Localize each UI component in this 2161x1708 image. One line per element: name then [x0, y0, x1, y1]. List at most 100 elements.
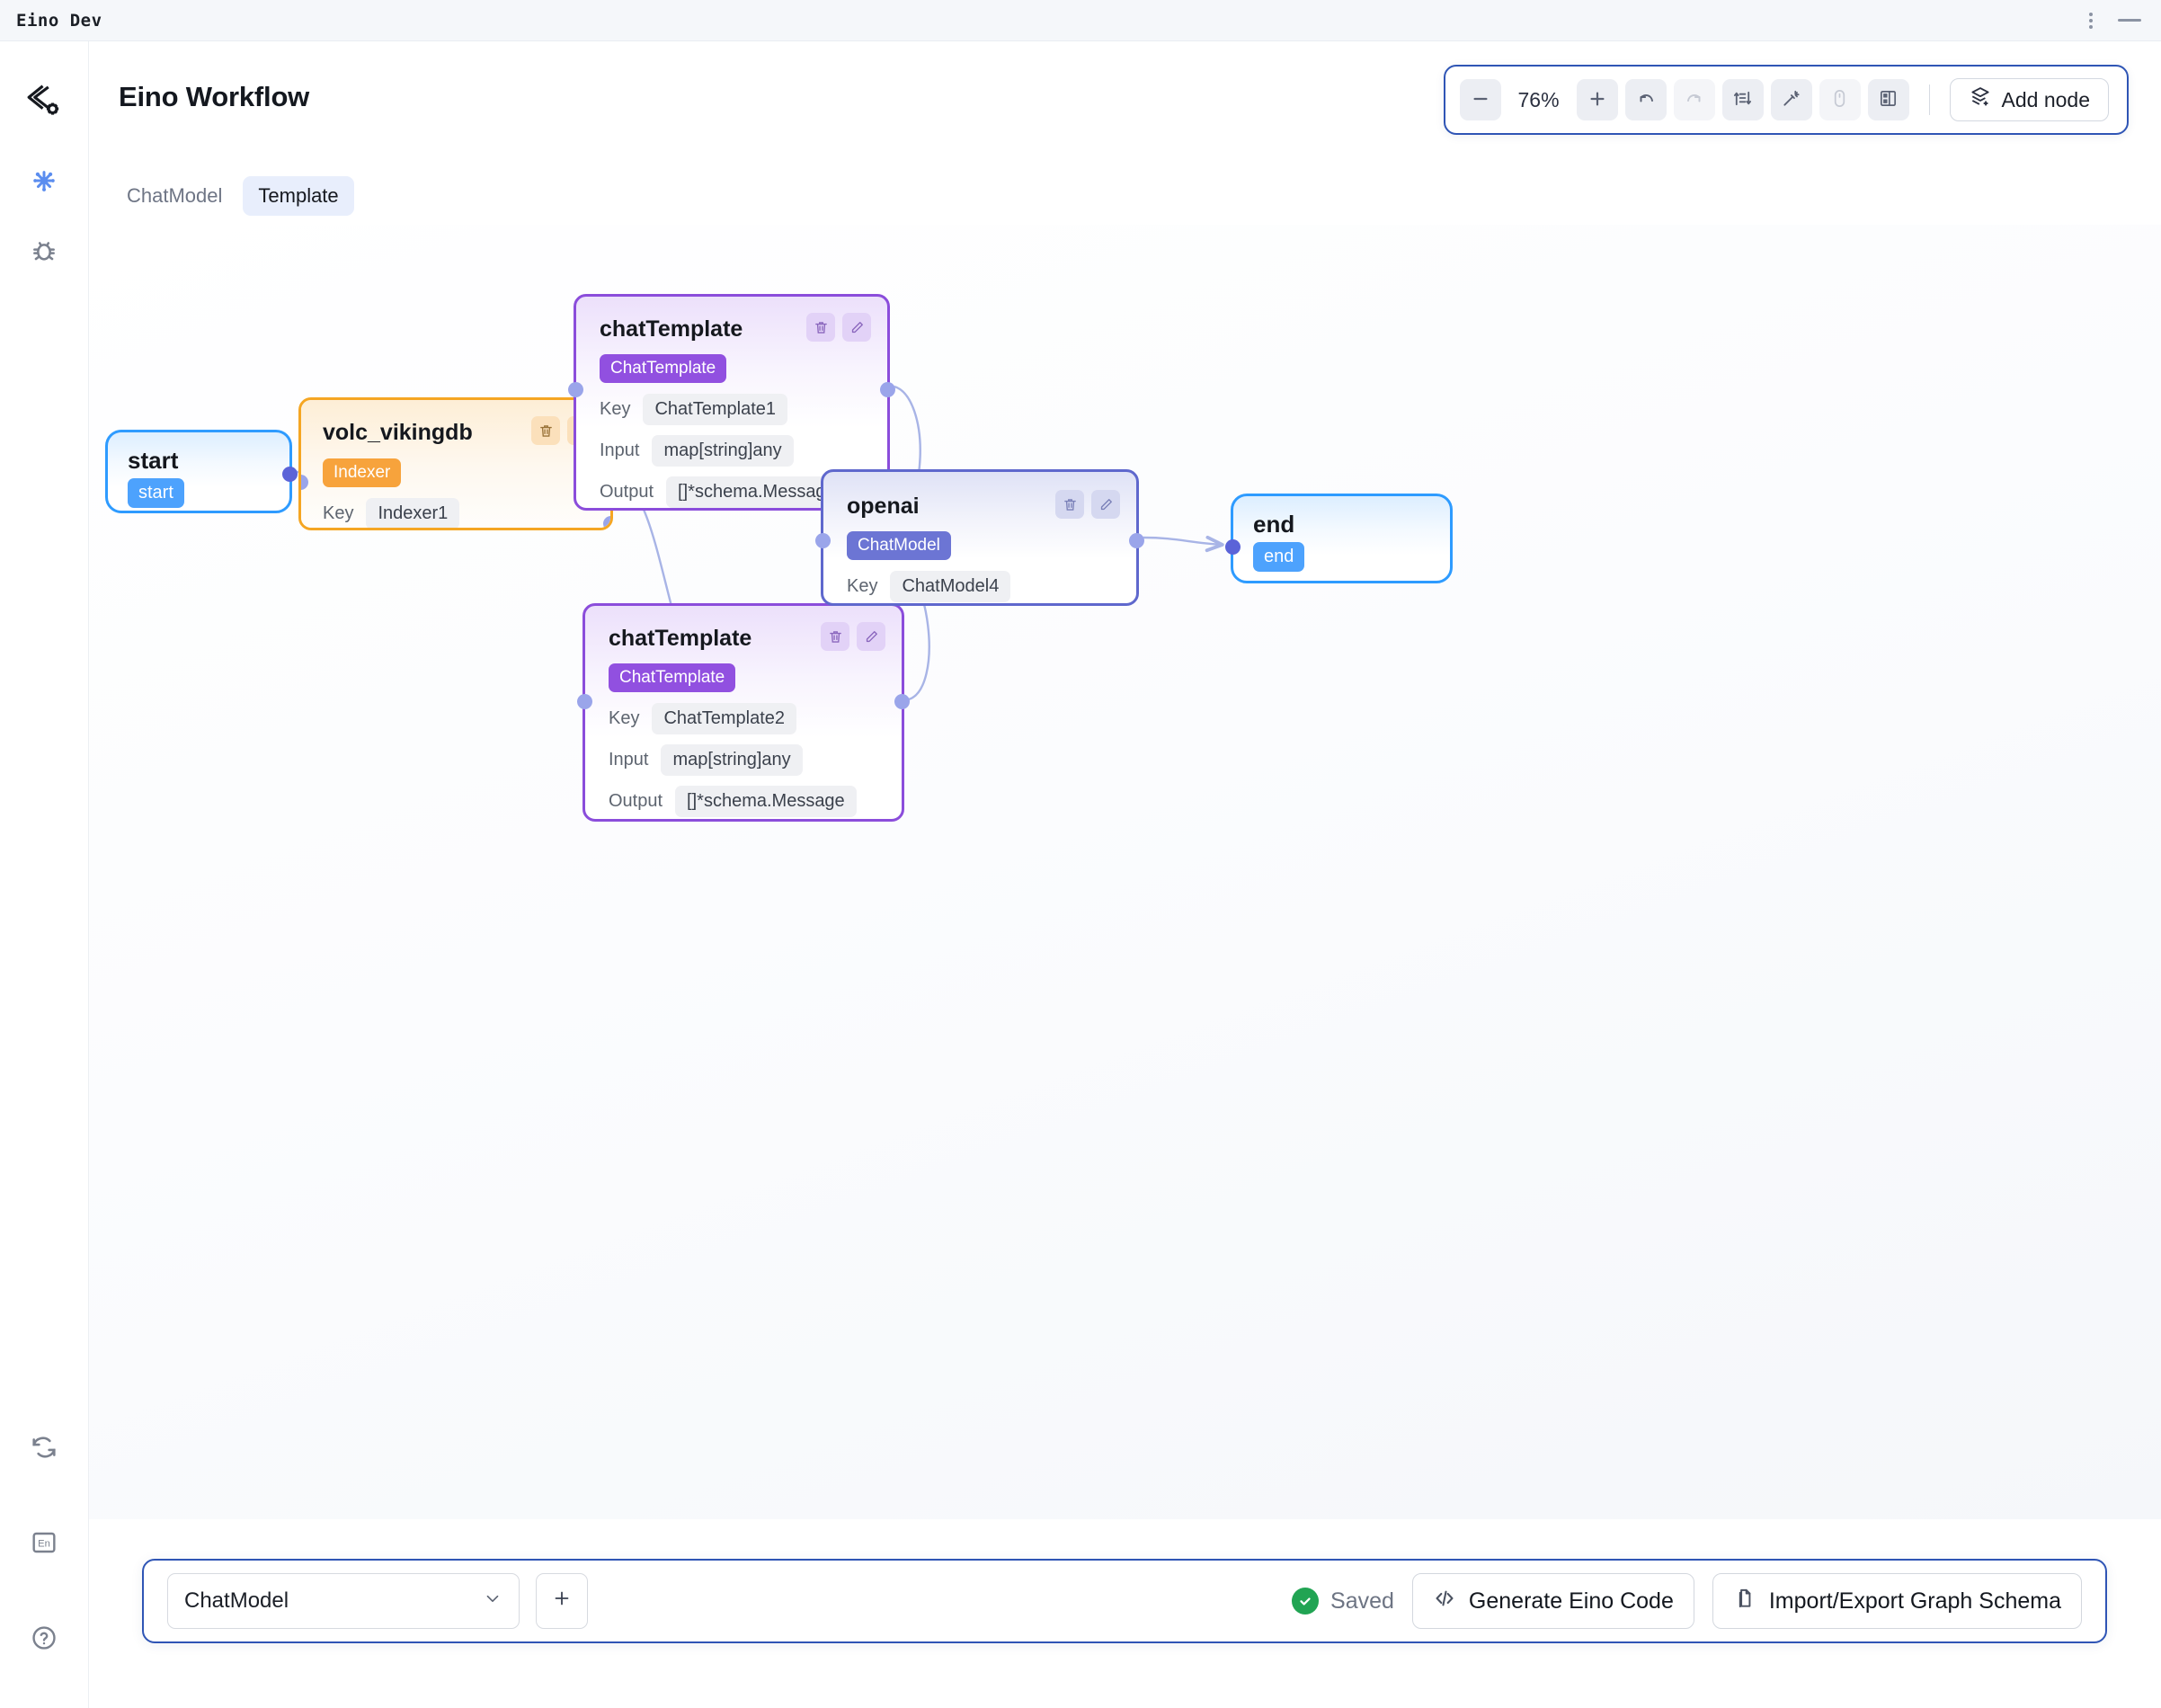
row-value: ChatTemplate1 [643, 394, 787, 425]
auto-layout-button[interactable] [1721, 79, 1764, 120]
edge-openai-to-end [1143, 535, 1224, 553]
bottom-action-bar: ChatModel Saved Generate Eino Code [142, 1559, 2107, 1643]
row-value: []*schema.Message [675, 786, 857, 817]
minus-icon [1471, 89, 1490, 111]
tab-template[interactable]: Template [243, 176, 354, 216]
row-label: Output [600, 482, 654, 502]
node-port-out[interactable] [282, 467, 298, 482]
node-row-key: Key Indexer1 [323, 498, 589, 528]
zoom-out-button[interactable] [1459, 79, 1501, 120]
bug-icon [30, 236, 58, 270]
workflow-canvas[interactable]: start start volc_vikingdb Indexer Key In… [89, 225, 2161, 1519]
node-actions [806, 313, 871, 342]
node-delete-button[interactable] [806, 313, 835, 342]
node-title: end [1253, 511, 1295, 538]
node-start[interactable]: start start [105, 430, 298, 513]
node-port-in[interactable] [568, 382, 583, 397]
tab-bar: ChatModel Template [111, 176, 354, 216]
left-rail: En [0, 41, 89, 1708]
sidebar-item-help[interactable] [19, 1615, 69, 1665]
magic-wand-icon [1781, 88, 1801, 111]
node-chattemplate-2[interactable]: chatTemplate ChatTemplate Key ChatTempla… [577, 603, 910, 822]
row-value: ChatModel4 [890, 571, 1011, 602]
language-en-icon: En [30, 1528, 58, 1561]
node-port-in[interactable] [301, 475, 308, 490]
node-type-chip: start [128, 478, 184, 508]
generate-eino-code-label: Generate Eino Code [1468, 1588, 1674, 1614]
import-export-schema-button[interactable]: Import/Export Graph Schema [1712, 1573, 2082, 1629]
model-select[interactable]: ChatModel [167, 1573, 520, 1629]
node-title: openai [847, 494, 920, 519]
more-vertical-icon[interactable] [2089, 12, 2093, 29]
node-delete-button[interactable] [1055, 490, 1084, 519]
zoom-in-button[interactable] [1576, 79, 1618, 120]
minimize-icon[interactable] [2118, 19, 2141, 22]
node-edit-button[interactable] [1091, 490, 1120, 519]
node-row-key: Key ChatModel4 [847, 571, 1113, 602]
node-delete-button[interactable] [821, 622, 849, 651]
status-badge: Saved [1292, 1588, 1394, 1615]
window-title-bar: Eino Dev [0, 0, 2161, 41]
graph-network-icon [29, 165, 59, 200]
node-row-key: Key ChatTemplate1 [600, 394, 864, 425]
undo-button[interactable] [1624, 79, 1667, 120]
auto-layout-icon [1732, 88, 1753, 111]
node-port-out[interactable] [894, 694, 910, 709]
chevron-down-icon [483, 1588, 502, 1614]
add-layers-icon [1969, 85, 1992, 114]
node-edit-button[interactable] [842, 313, 871, 342]
sidebar-item-graph[interactable] [19, 157, 69, 208]
generate-eino-code-button[interactable]: Generate Eino Code [1411, 1573, 1694, 1629]
panel-layout-icon [1878, 88, 1899, 111]
plus-icon [551, 1586, 573, 1616]
toolbar-divider [1928, 85, 1930, 115]
node-port-in[interactable] [1225, 539, 1241, 555]
add-node-button[interactable]: Add node [1949, 78, 2109, 121]
node-delete-button[interactable] [531, 416, 560, 445]
node-port-in[interactable] [815, 533, 831, 548]
node-port-in[interactable] [577, 694, 592, 709]
add-node-label: Add node [2001, 87, 2090, 111]
row-label: Input [609, 750, 649, 769]
redo-button[interactable] [1673, 79, 1715, 120]
node-edit-button[interactable] [857, 622, 885, 651]
tab-chatmodel[interactable]: ChatModel [127, 184, 223, 207]
sidebar-item-sync[interactable] [19, 1424, 69, 1474]
sync-icon [30, 1433, 58, 1466]
row-label: Key [609, 708, 640, 728]
mouse-mode-button[interactable] [1819, 79, 1861, 120]
bottom-right-group: Saved Generate Eino Code Import/Export G… [1292, 1573, 2082, 1629]
node-openai[interactable]: openai ChatModel Key ChatModel4 [815, 469, 1144, 606]
row-value: map[string]any [652, 435, 794, 467]
row-label: Output [609, 791, 663, 811]
svg-text:En: En [38, 1538, 50, 1549]
node-type-chip: end [1253, 542, 1305, 572]
node-port-embedding[interactable] [603, 516, 610, 528]
sidebar-item-debug[interactable] [19, 227, 69, 278]
add-model-button[interactable] [536, 1573, 588, 1629]
node-row-output: Output []*schema.Message [609, 786, 878, 817]
node-title: start [128, 447, 179, 474]
panel-layout-button[interactable] [1867, 79, 1909, 120]
check-circle-icon [1292, 1588, 1320, 1615]
node-volc-vikingdb[interactable]: volc_vikingdb Indexer Key Indexer1 Embed… [298, 397, 613, 530]
node-port-out[interactable] [880, 382, 895, 397]
app-name: Eino Dev [16, 10, 102, 31]
redo-icon [1684, 88, 1705, 112]
node-row-output: Output []*schema.Message [600, 476, 864, 508]
sidebar-item-language[interactable]: En [19, 1519, 69, 1570]
eino-logo-icon [24, 82, 64, 126]
node-type-chip: ChatTemplate [609, 663, 736, 692]
node-port-out[interactable] [1129, 533, 1144, 548]
row-label: Key [600, 399, 631, 419]
status-label: Saved [1330, 1588, 1394, 1614]
row-value: map[string]any [661, 744, 803, 776]
node-title: chatTemplate [609, 626, 752, 651]
node-row-input: Input map[string]any [609, 744, 878, 776]
node-end[interactable]: end end [1225, 494, 1453, 583]
model-select-value: ChatModel [184, 1588, 289, 1613]
row-label: Input [600, 440, 640, 460]
node-title: volc_vikingdb [323, 420, 473, 445]
window-controls [2089, 12, 2141, 29]
magic-button[interactable] [1770, 79, 1812, 120]
